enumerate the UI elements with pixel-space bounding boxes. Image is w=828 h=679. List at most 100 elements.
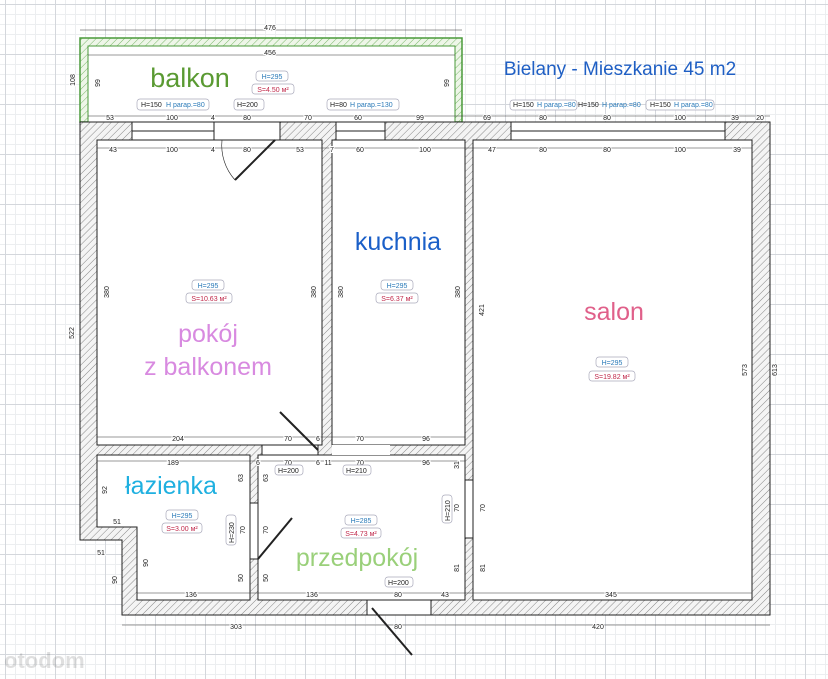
room-salon: [472, 139, 753, 601]
dimension-label: 70: [454, 504, 461, 512]
dimension-label: 63: [238, 474, 245, 482]
dimension-label: 4: [211, 147, 215, 154]
room-area: S=10.63 м²: [191, 296, 227, 303]
dimension-label: 80: [603, 147, 611, 154]
room-kuchnia: [331, 139, 466, 446]
dimension-label: 60: [354, 115, 362, 122]
dimension-label: 70: [304, 115, 312, 122]
dimension-label: 100: [674, 147, 686, 154]
dimension-label: 50: [238, 574, 245, 582]
window-height: H=150: [578, 102, 599, 109]
dimension-label: 80: [539, 147, 547, 154]
dimension-label: 31: [454, 461, 461, 469]
dimension-label: 70: [356, 436, 364, 443]
room-name-salon: salon: [584, 298, 644, 326]
room-area: S=4.50 м²: [257, 87, 289, 94]
dimension-label: 63: [263, 474, 270, 482]
dimension-label: 80: [603, 115, 611, 122]
window-sill-height: H parap.=80: [674, 102, 713, 109]
dimension-label: 522: [69, 327, 76, 339]
dimension-label: 90: [143, 559, 150, 567]
dimension-label: 39: [733, 147, 741, 154]
dimension-label: 90: [112, 576, 119, 584]
window-sill-height: H parap.=80: [602, 102, 641, 109]
dimension-label: 96: [422, 436, 430, 443]
dimension-label: 53: [296, 147, 304, 154]
dimension-label: 50: [263, 574, 270, 582]
dimension-label: 47: [488, 147, 496, 154]
dimension-label: 4: [211, 115, 215, 122]
dimension-label: 81: [480, 564, 487, 572]
room-name-pokoj-line2: z balkonem: [144, 353, 272, 381]
door-pokoj: [261, 444, 319, 456]
dimension-label: 380: [311, 286, 318, 298]
dimension-label: 70: [356, 460, 364, 467]
dimension-label: 456: [264, 50, 276, 57]
plan-title: Bielany - Mieszkanie 45 m2: [504, 59, 736, 80]
dimension-label: 476: [264, 25, 276, 32]
window-height: H=150: [141, 102, 162, 109]
dimension-label: 96: [422, 460, 430, 467]
room-area: S=19.82 м²: [594, 374, 630, 381]
dimension-label: 43: [109, 147, 117, 154]
dimension-label: 70: [284, 460, 292, 467]
dimension-label: 380: [455, 286, 462, 298]
dimension-label: 6: [316, 460, 320, 467]
door-height: H=200: [278, 468, 299, 475]
room-pokoj: [96, 139, 323, 446]
room-area: S=4.73 м²: [345, 531, 377, 538]
window-height: H=150: [513, 102, 534, 109]
window-height: H=80: [330, 102, 347, 109]
room-height: H=295: [172, 513, 193, 520]
dimension-label: 80: [394, 624, 402, 631]
door-height: H=200: [237, 102, 258, 109]
door-height: H=210: [346, 468, 367, 475]
dimension-label: 99: [416, 115, 424, 122]
room-name-przedpokoj: przedpokój: [296, 544, 418, 572]
dimension-label: 80: [243, 147, 251, 154]
dimension-label: 136: [185, 592, 197, 599]
dimension-label: 108: [70, 74, 77, 86]
room-height: H=295: [602, 360, 623, 367]
dimension-label: 100: [166, 115, 178, 122]
balcony-door: [213, 121, 281, 141]
dimension-label: 20: [756, 115, 764, 122]
room-labels: balkon H=295 S=4.50 м² H=295 S=10.63 м² …: [125, 63, 644, 572]
dimension-label: 70: [240, 526, 247, 534]
room-name-balkon: balkon: [150, 63, 230, 93]
watermark-logo: otodom: [4, 648, 85, 673]
dimension-label: 51: [97, 550, 105, 557]
dimension-label: 6: [256, 460, 260, 467]
window-sill-height: H parap.=80: [166, 102, 205, 109]
door-lazienka: [249, 502, 259, 560]
room-przedpokoj: [257, 454, 466, 601]
openings: [131, 121, 726, 656]
dimension-label: 70: [263, 526, 270, 534]
window-sill-height: H parap.=130: [350, 102, 393, 109]
entrance-door: [366, 599, 432, 616]
dimension-label: 70: [284, 436, 292, 443]
dimension-label: 99: [95, 79, 102, 87]
window-height: H=150: [650, 102, 671, 109]
room-name-pokoj: pokój: [178, 320, 238, 348]
dimension-label: 613: [772, 364, 779, 376]
door-kuchnia: [332, 445, 390, 455]
dimension-label: 100: [166, 147, 178, 154]
door-height: H=200: [388, 580, 409, 587]
dimension-label: 420: [592, 624, 604, 631]
dimension-label: 136: [306, 592, 318, 599]
dimension-label: 51: [113, 519, 121, 526]
room-area: S=3.00 м²: [166, 526, 198, 533]
room-name-lazienka: łazienka: [125, 472, 217, 500]
dimension-label: 70: [480, 504, 487, 512]
dimension-label: 345: [605, 592, 617, 599]
door-salon: [464, 479, 474, 539]
room-area: S=6.37 м²: [381, 296, 413, 303]
room-height: H=295: [387, 283, 408, 290]
dimension-label: 43: [441, 592, 449, 599]
dimension-label: 60: [356, 147, 364, 154]
opening-labels: H=150 H parap.=80 H=200 H=80 H parap.=13…: [136, 98, 715, 588]
room-height: H=295: [198, 283, 219, 290]
